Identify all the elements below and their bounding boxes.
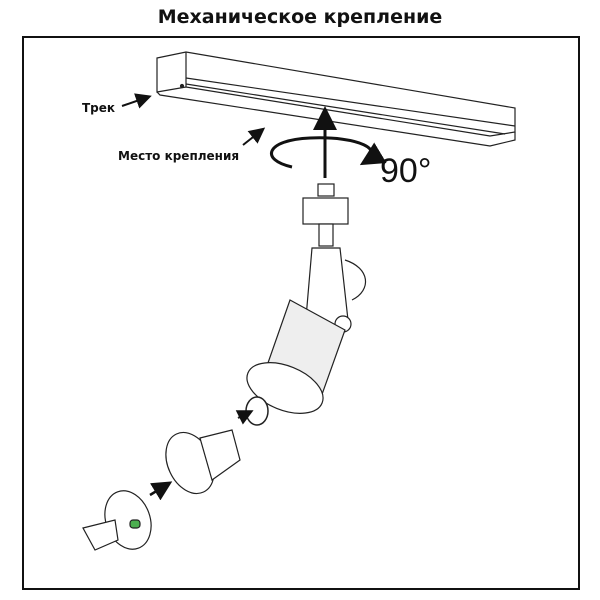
diagram-frame [22, 36, 580, 590]
lamp-body [246, 183, 367, 414]
rotation-angle-label: 90° [380, 152, 431, 190]
bulb-holder [82, 490, 152, 551]
track-arrow: Трек [82, 93, 152, 115]
bulb-arrow [149, 481, 173, 501]
light-bulb [165, 429, 241, 495]
track-rail [156, 51, 516, 147]
mount-point-arrow: Место крепления [118, 127, 266, 163]
mount-point-label: Место крепления [118, 149, 239, 163]
diagram-title: Механическое крепление [157, 6, 443, 28]
rotation-arrow [270, 106, 387, 178]
reflector-ring [235, 396, 269, 426]
track-label: Трек [82, 101, 115, 115]
